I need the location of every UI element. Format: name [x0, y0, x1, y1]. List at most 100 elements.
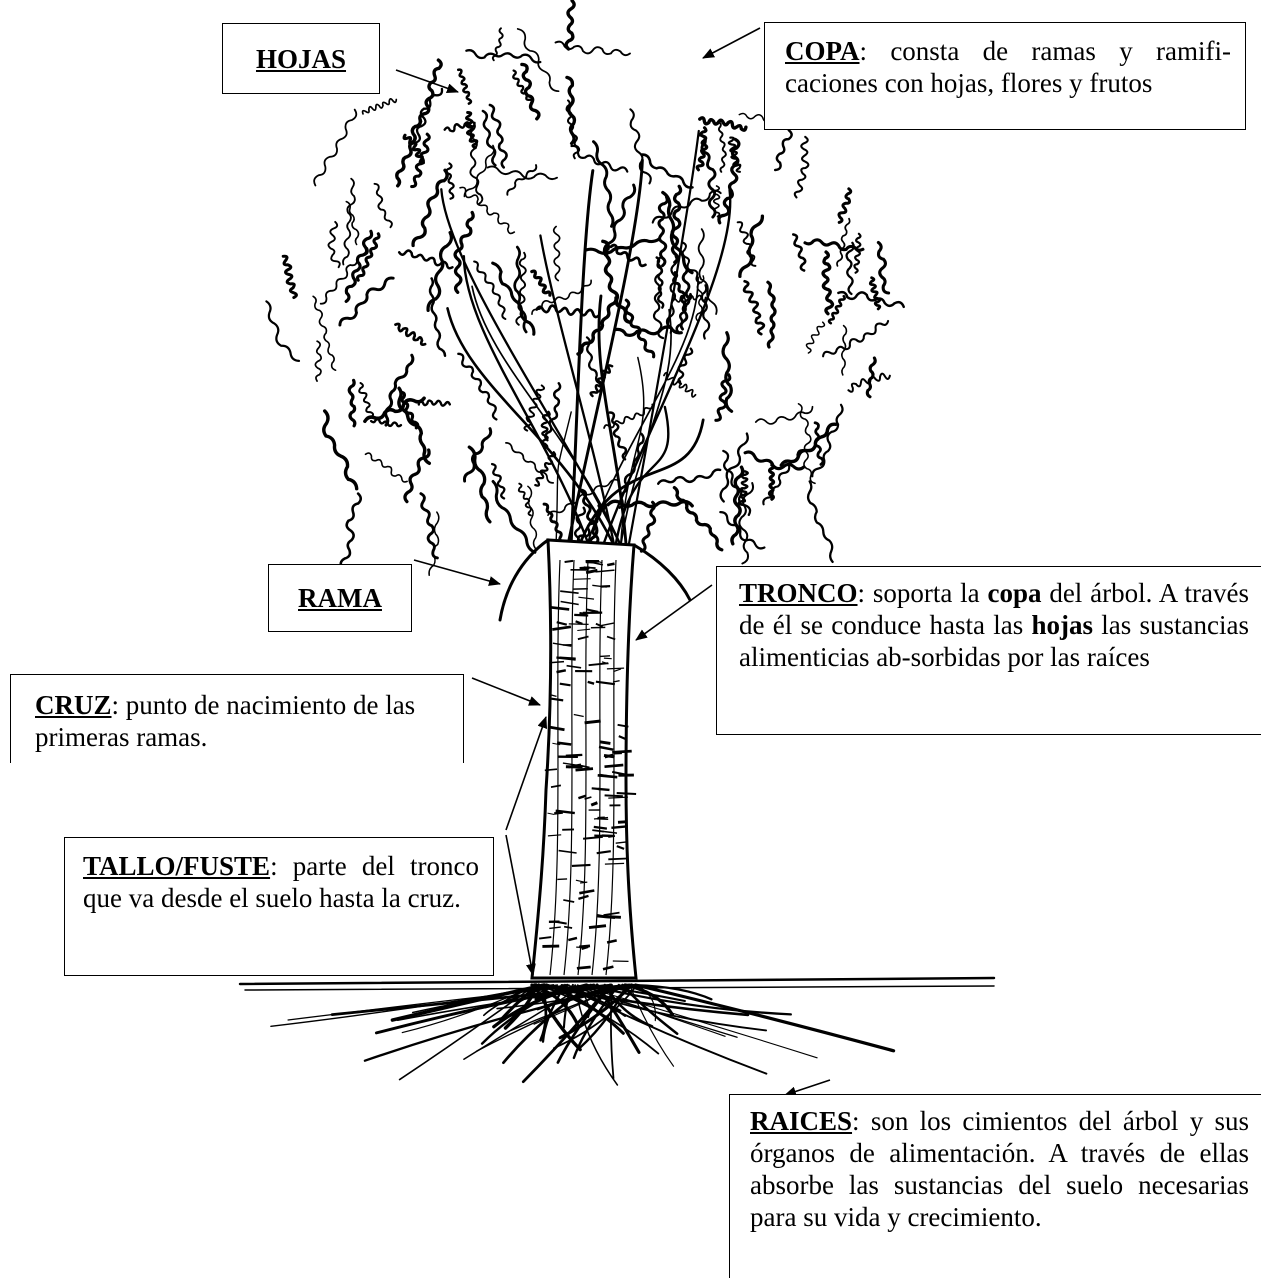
bark-stroke	[554, 811, 563, 815]
leaf-stroke	[665, 255, 678, 334]
leaf-stroke	[314, 340, 323, 382]
copa-text: : consta de ramas y ramifi-caciones con …	[785, 36, 1231, 98]
leaf-stroke	[821, 250, 835, 316]
leaf-stroke	[639, 500, 657, 553]
leaf-stroke	[414, 87, 444, 144]
leaf-stroke	[488, 103, 508, 169]
branch-stroke	[554, 411, 572, 561]
bark-stroke	[618, 735, 627, 741]
leaf-stroke	[698, 116, 748, 132]
leaf-stroke	[506, 164, 538, 196]
leaf-stroke	[609, 243, 647, 268]
leaf-stroke	[473, 260, 507, 320]
leaf-stroke	[512, 69, 534, 105]
root-stroke	[590, 984, 686, 1002]
bark-stroke	[565, 753, 583, 757]
leaf-stroke	[459, 186, 516, 235]
pointer-arrows	[395, 27, 831, 1097]
bark-stroke	[588, 924, 607, 930]
bark-line	[591, 559, 603, 976]
bark-stroke	[606, 562, 615, 567]
leaf-stroke	[520, 62, 541, 121]
bark-line	[605, 559, 617, 976]
raices-text: : son los cimientos del árbol y sus órga…	[750, 1106, 1249, 1232]
bark-stroke	[544, 768, 558, 772]
bark-stroke	[617, 723, 629, 728]
leaf-stroke	[738, 214, 765, 279]
leaf-stroke	[554, 40, 631, 57]
bark-stroke	[568, 936, 578, 942]
leaf-stroke	[717, 137, 741, 225]
leaf-stroke	[865, 356, 877, 399]
leaf-stroke	[265, 300, 301, 362]
root-stroke	[542, 984, 622, 1012]
bark-stroke	[560, 590, 579, 595]
label-raices: RAICES: son los cimientos del árbol y su…	[729, 1094, 1261, 1278]
leaf-stroke	[585, 336, 603, 393]
leaf-stroke	[657, 195, 669, 268]
leaf-stroke	[402, 133, 425, 165]
leaf-stroke	[601, 239, 632, 325]
arrow-hojas	[395, 69, 459, 94]
bark-stroke	[557, 878, 568, 881]
leaf-stroke	[806, 480, 834, 564]
leaf-stroke	[822, 319, 890, 358]
leaf-stroke	[361, 98, 398, 115]
leaf-stroke	[552, 225, 561, 282]
leaf-stroke	[426, 231, 454, 312]
leaf-stroke	[481, 109, 497, 167]
branch-stroke	[563, 158, 644, 562]
leaf-stroke	[640, 153, 694, 189]
bark-stroke	[601, 661, 609, 665]
leaf-stroke	[584, 237, 661, 255]
bark-stroke	[616, 792, 637, 796]
leaf-stroke	[453, 210, 475, 294]
bark-stroke	[606, 667, 625, 670]
leaf-stroke	[534, 451, 557, 487]
leaf-stroke	[411, 168, 449, 248]
bark-stroke	[592, 584, 607, 588]
leaf-stroke	[463, 144, 495, 198]
bark-stroke	[552, 742, 561, 746]
leaf-stroke	[517, 482, 532, 517]
leaf-stroke	[608, 411, 628, 461]
leaf-stroke	[403, 448, 431, 504]
bark-stroke	[547, 834, 562, 837]
bark-stroke	[608, 796, 628, 799]
bark-stroke	[566, 664, 582, 669]
root-stroke	[401, 984, 537, 1034]
tallo-text: : parte del tronco que va desde el suelo…	[83, 851, 479, 913]
leaf-stroke	[712, 185, 721, 218]
branch-stroke	[572, 418, 705, 562]
bark-line	[549, 559, 561, 976]
leaf-stroke	[486, 165, 558, 181]
leaf-stroke	[547, 478, 619, 516]
arrow-tallo-up	[505, 716, 548, 831]
leaf-stroke	[837, 290, 905, 309]
bark-stroke	[564, 559, 574, 563]
bark-stroke	[587, 680, 595, 685]
bark-stroke	[578, 596, 595, 600]
bark-stroke	[552, 642, 572, 647]
leaf-stroke	[565, 99, 581, 160]
leaf-stroke	[836, 217, 851, 267]
bark-stroke	[595, 680, 616, 686]
bark-stroke	[598, 745, 614, 751]
bark-stroke	[603, 657, 612, 660]
branch-stroke	[596, 188, 732, 562]
bark-stroke	[558, 849, 577, 854]
leaf-stroke	[347, 378, 357, 428]
bark-stroke	[559, 656, 576, 659]
branch-stroke	[624, 129, 700, 562]
leaf-stroke	[463, 427, 493, 483]
leaf-stroke	[717, 121, 727, 173]
branch-stroke	[539, 234, 619, 562]
root-stroke	[572, 983, 621, 1060]
leaf-stroke	[742, 279, 766, 336]
bark-stroke	[604, 862, 625, 865]
label-tallo: TALLO/FUSTE: parte del tronco que va des…	[64, 837, 494, 976]
bark-stroke	[549, 660, 565, 664]
root-stroke	[455, 984, 553, 1003]
bark-stroke	[593, 825, 608, 830]
